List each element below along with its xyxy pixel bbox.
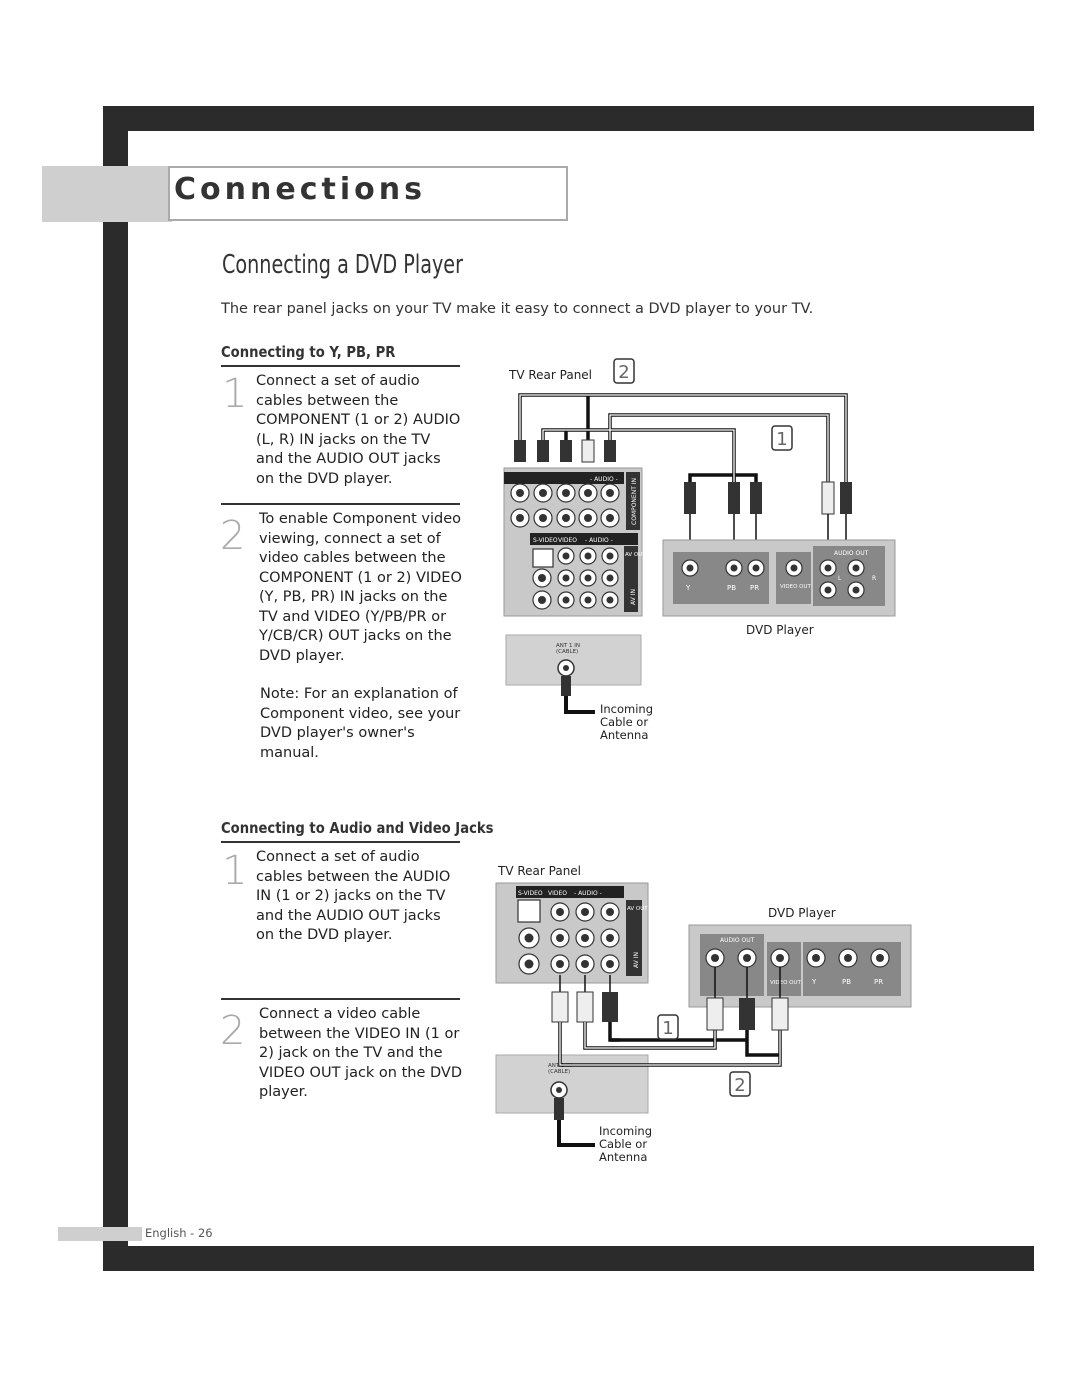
audio-video-heading: Connecting to Audio and Video Jacks bbox=[221, 819, 494, 837]
d1-incoming-line-3: Antenna bbox=[600, 728, 649, 742]
svg-text:PB: PB bbox=[727, 584, 736, 592]
svg-text:L: L bbox=[838, 575, 842, 582]
d2-incoming-line-2: Cable or bbox=[599, 1137, 648, 1151]
d2-incoming-line-3: Antenna bbox=[599, 1150, 648, 1164]
svg-text:COMPONENT IN: COMPONENT IN bbox=[631, 478, 638, 525]
d1-dvd-label: DVD Player bbox=[746, 623, 814, 637]
svg-text:Y: Y bbox=[685, 584, 691, 592]
d2-incoming-line-1: Incoming bbox=[599, 1124, 653, 1138]
d1-dvd-plugs bbox=[684, 481, 852, 515]
component-note: Note: For an explanation of Component vi… bbox=[260, 686, 461, 761]
section-box bbox=[168, 166, 568, 221]
av-step2-rule bbox=[221, 998, 460, 1000]
left-frame-bar bbox=[103, 106, 128, 1271]
svg-text:- AUDIO -: - AUDIO - bbox=[574, 890, 602, 897]
d2-badge-2: 2 bbox=[734, 1075, 745, 1096]
d2-tv-label: TV Rear Panel bbox=[498, 864, 582, 878]
svg-text:PR: PR bbox=[750, 584, 759, 592]
d1-tv-plugs bbox=[514, 439, 616, 463]
section-title: Connections bbox=[174, 172, 426, 207]
d1-incoming-line-2: Cable or bbox=[600, 715, 649, 729]
svg-text:(CABLE): (CABLE) bbox=[548, 1069, 570, 1075]
av-step-text-1: Connect a set of audio cables between th… bbox=[256, 849, 451, 943]
d1-badge-1-box bbox=[771, 425, 793, 451]
av-step-number-1: 1 bbox=[222, 848, 248, 894]
d1-badge-2-box bbox=[613, 358, 635, 384]
svg-text:VIDEO OUT: VIDEO OUT bbox=[780, 584, 812, 590]
top-frame-bar bbox=[103, 106, 1034, 131]
svg-text:VIDEO: VIDEO bbox=[548, 890, 567, 897]
d2-badge-1: 1 bbox=[662, 1018, 673, 1039]
d1-badge-1: 1 bbox=[776, 429, 787, 450]
d2-incoming-label: Incoming Cable or Antenna bbox=[599, 1125, 652, 1164]
bottom-frame-bar bbox=[103, 1246, 1034, 1271]
step-text-2: To enable Component video viewing, conne… bbox=[259, 511, 462, 664]
svg-text:PR: PR bbox=[874, 978, 883, 986]
d1-incoming-line-1: Incoming bbox=[600, 702, 654, 716]
svg-text:AV OUT: AV OUT bbox=[627, 906, 648, 912]
d1-antenna-panel bbox=[505, 634, 642, 686]
intro-text: The rear panel jacks on your TV make it … bbox=[221, 301, 814, 317]
av-step-text-2: Connect a video cable between the VIDEO … bbox=[259, 1006, 462, 1100]
svg-text:S-VIDEO: S-VIDEO bbox=[518, 890, 543, 897]
svg-text:AV IN: AV IN bbox=[633, 952, 640, 968]
svg-text:AUDIO OUT: AUDIO OUT bbox=[834, 550, 869, 557]
dvd-component-diagram: 2 1 - AUDIO - COMPONENT IN S-VIDEO bbox=[503, 358, 896, 714]
step-number-2: 2 bbox=[220, 513, 246, 559]
svg-text:R: R bbox=[872, 575, 876, 582]
d2-badge-1-box bbox=[657, 1014, 679, 1040]
svg-text:VIDEO: VIDEO bbox=[558, 537, 577, 544]
component-heading: Connecting to Y, PB, PR bbox=[221, 343, 395, 361]
svg-text:(CABLE): (CABLE) bbox=[556, 649, 578, 655]
av-step-number-2: 2 bbox=[220, 1008, 246, 1054]
audio-video-heading-text: Connecting to Audio and Video Jacks bbox=[221, 819, 494, 837]
component-heading-text: Connecting to Y, PB, PR bbox=[221, 343, 396, 361]
d1-tv-label: TV Rear Panel bbox=[509, 368, 593, 382]
component-step2-rule bbox=[221, 503, 460, 505]
dvd-audio-video-diagram: S-VIDEO VIDEO - AUDIO - AV OUT AV IN ANT… bbox=[495, 882, 912, 1147]
audio-video-rule bbox=[221, 841, 460, 843]
svg-text:PB: PB bbox=[842, 978, 851, 986]
d2-dvd-plugs bbox=[706, 997, 789, 1031]
footer-tab bbox=[58, 1227, 142, 1241]
d1-incoming-label: Incoming Cable or Antenna bbox=[600, 703, 653, 742]
d2-badge-2-box bbox=[729, 1071, 751, 1097]
d1-badge-2: 2 bbox=[618, 362, 629, 383]
page-title: Connecting a DVD Player bbox=[222, 250, 463, 280]
svg-text:- AUDIO -: - AUDIO - bbox=[590, 476, 618, 483]
d2-dvd-label: DVD Player bbox=[768, 906, 836, 920]
section-tab bbox=[42, 166, 172, 222]
svg-text:Y: Y bbox=[811, 978, 817, 986]
svg-text:AV IN: AV IN bbox=[630, 589, 637, 605]
page-number: English - 26 bbox=[145, 1226, 213, 1240]
step-text-1: Connect a set of audio cables between th… bbox=[256, 373, 461, 487]
svg-text:VIDEO OUT: VIDEO OUT bbox=[770, 980, 802, 986]
d2-tv-plugs bbox=[551, 991, 618, 1023]
component-rule bbox=[221, 365, 460, 367]
svg-text:AV OUT: AV OUT bbox=[625, 552, 646, 558]
svg-text:- AUDIO -: - AUDIO - bbox=[585, 537, 613, 544]
svg-text:AUDIO OUT: AUDIO OUT bbox=[720, 937, 755, 944]
step-number-1: 1 bbox=[222, 371, 248, 417]
svg-text:S-VIDEO: S-VIDEO bbox=[533, 537, 558, 544]
svg-text:ANT 1 IN: ANT 1 IN bbox=[556, 643, 580, 649]
